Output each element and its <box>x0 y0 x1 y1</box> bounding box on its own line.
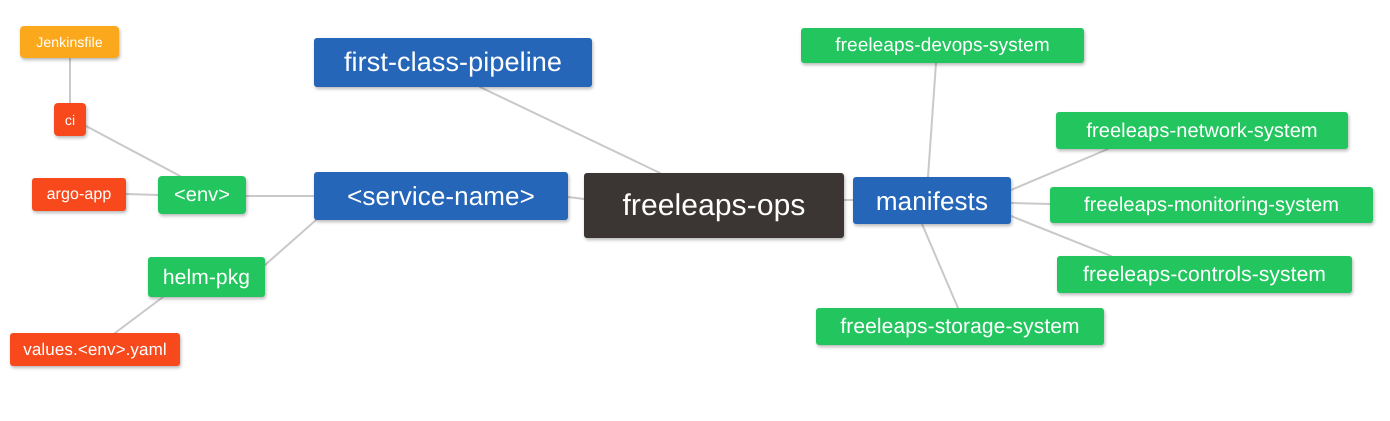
node-label-values-yaml: values.<env>.yaml <box>23 340 167 359</box>
node-argo-app[interactable]: argo-app <box>32 178 126 211</box>
node-label-freeleaps-network-system: freeleaps-network-system <box>1086 119 1318 142</box>
edge-manifests-to-freeleaps-devops-system <box>927 62 937 178</box>
node-jenkinsfile[interactable]: Jenkinsfile <box>20 26 119 58</box>
node-manifests[interactable]: manifests <box>853 177 1011 224</box>
node-helm-pkg[interactable]: helm-pkg <box>148 257 265 297</box>
node-label-freeleaps-ops: freeleaps-ops <box>622 188 806 222</box>
node-label-first-class-pipeline: first-class-pipeline <box>343 47 563 77</box>
edge-manifests-to-freeleaps-monitoring-system <box>1010 202 1051 205</box>
node-label-freeleaps-storage-system: freeleaps-storage-system <box>840 315 1080 338</box>
node-freeleaps-storage-system[interactable]: freeleaps-storage-system <box>816 308 1104 345</box>
node-label-helm-pkg: helm-pkg <box>162 265 251 289</box>
edge-manifests-to-freeleaps-network-system <box>1010 148 1109 191</box>
node-freeleaps-controls-system[interactable]: freeleaps-controls-system <box>1057 256 1352 293</box>
node-freeleaps-devops-system[interactable]: freeleaps-devops-system <box>801 28 1084 63</box>
edge-argo-app-to-env <box>125 193 159 196</box>
node-freeleaps-network-system[interactable]: freeleaps-network-system <box>1056 112 1348 149</box>
node-label-ci: ci <box>64 111 76 128</box>
edge-manifests-to-freeleaps-storage-system <box>921 223 959 309</box>
edge-ci-to-env <box>85 125 181 177</box>
node-label-manifests: manifests <box>875 185 989 216</box>
node-ci[interactable]: ci <box>54 103 86 136</box>
node-label-service-name: <service-name> <box>347 181 535 211</box>
node-freeleaps-monitoring-system[interactable]: freeleaps-monitoring-system <box>1050 187 1373 223</box>
edge-helm-pkg-to-values-yaml <box>114 296 164 334</box>
node-label-freeleaps-monitoring-system: freeleaps-monitoring-system <box>1083 194 1339 216</box>
node-freeleaps-ops[interactable]: freeleaps-ops <box>584 173 844 238</box>
node-label-argo-app: argo-app <box>46 185 112 203</box>
edge-service-name-to-helm-pkg <box>264 219 317 266</box>
node-service-name[interactable]: <service-name> <box>314 172 568 220</box>
node-first-class-pipeline[interactable]: first-class-pipeline <box>314 38 592 87</box>
node-label-freeleaps-devops-system: freeleaps-devops-system <box>835 35 1050 56</box>
node-label-jenkinsfile: Jenkinsfile <box>36 34 103 50</box>
edge-first-class-pipeline-to-freeleaps-ops <box>479 86 661 174</box>
node-label-freeleaps-controls-system: freeleaps-controls-system <box>1083 263 1326 286</box>
node-values-yaml[interactable]: values.<env>.yaml <box>10 333 180 366</box>
edge-service-name-to-freeleaps-ops <box>567 196 585 200</box>
node-env[interactable]: <env> <box>158 176 246 214</box>
node-label-env: <env> <box>173 184 231 206</box>
